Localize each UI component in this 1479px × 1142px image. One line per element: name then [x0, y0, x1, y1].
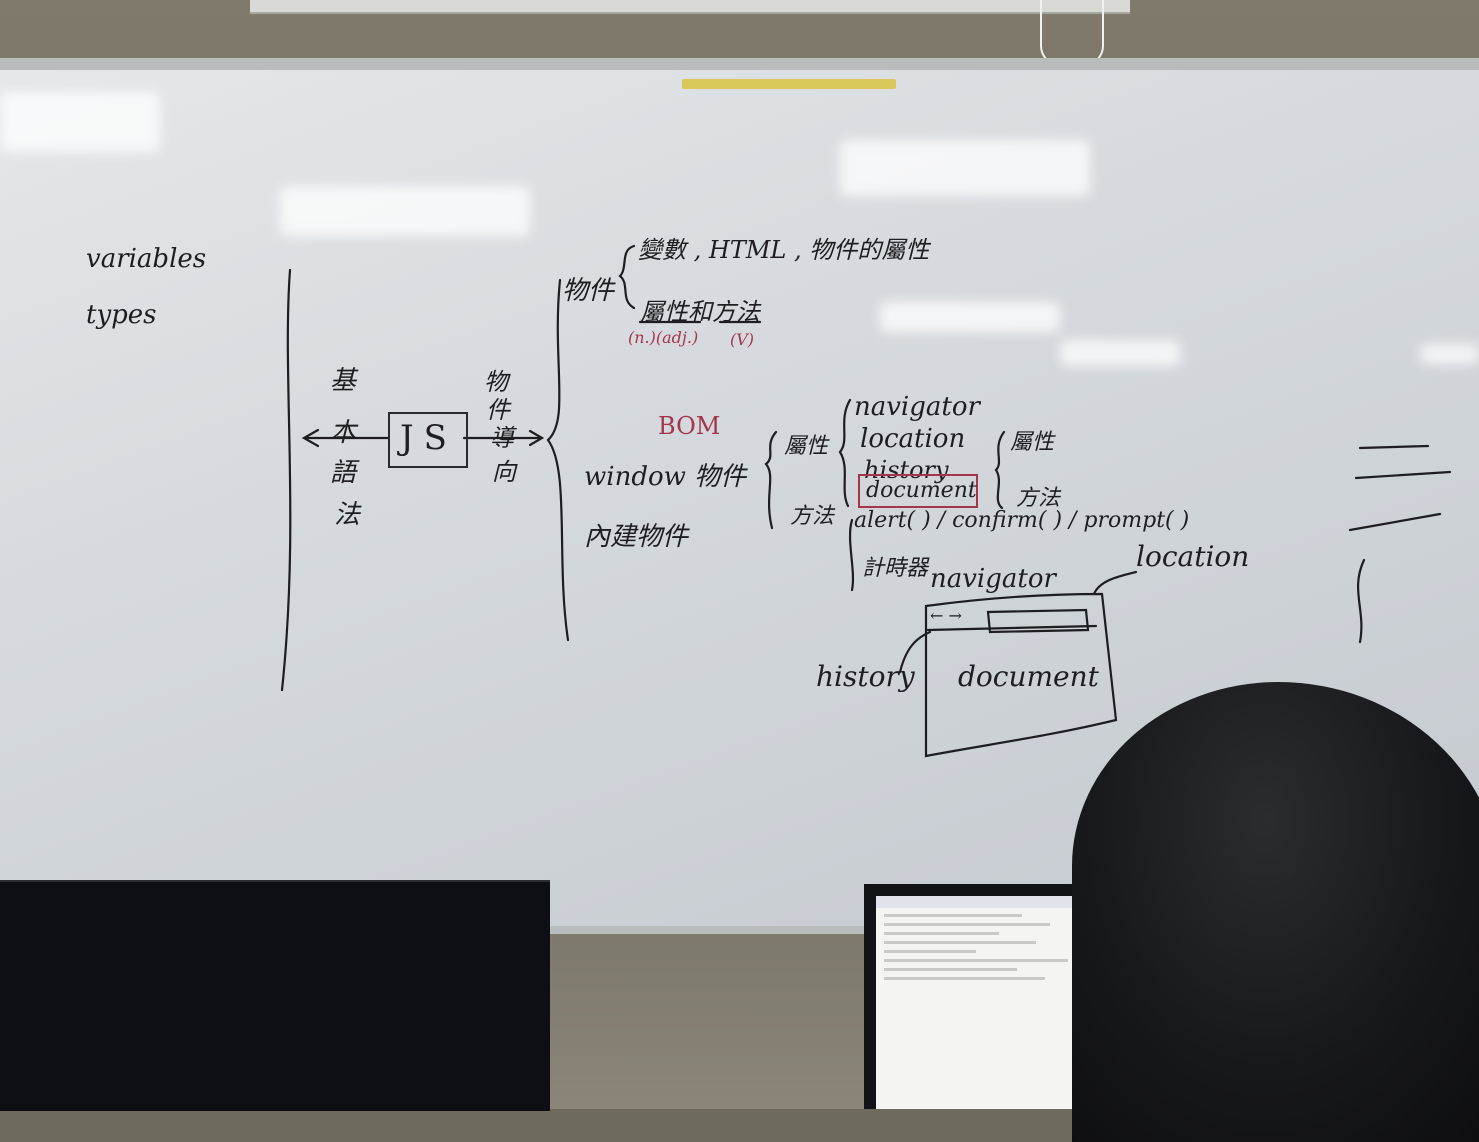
timer-label: 計時器	[862, 556, 929, 581]
monitor-screen	[876, 896, 1106, 1109]
sketch-location: location	[1136, 540, 1250, 573]
object-line-1: 變數 , HTML , 物件的屬性	[638, 236, 930, 264]
methods-list: alert( ) / confirm( ) / prompt( )	[854, 508, 1190, 533]
screen-text-line	[884, 914, 1022, 917]
builtin-object: 內建物件	[584, 522, 689, 552]
glare-reflection	[0, 92, 160, 152]
screen-browser-bar	[876, 896, 1106, 908]
glare-reflection	[880, 302, 1060, 332]
note-verb: (V)	[730, 330, 755, 349]
basic-syntax-char: 法	[334, 500, 361, 530]
sketch-document: document	[958, 660, 1099, 693]
person-head	[1072, 682, 1479, 1142]
prop-document: document	[866, 478, 977, 503]
prop-history: history	[864, 456, 949, 484]
document-highlight-box	[858, 474, 978, 508]
screen-text-line	[884, 932, 999, 935]
props-label: 屬性	[784, 434, 829, 459]
object-label: 物件	[562, 276, 615, 306]
prop-location: location	[860, 424, 966, 454]
screen-text-line	[884, 959, 1068, 962]
object-guide-char: 導	[490, 424, 514, 452]
term-types: types	[86, 300, 157, 330]
sketch-history: history	[816, 660, 915, 693]
term-variables: variables	[86, 244, 207, 274]
sketch-nav-arrows: ← →	[930, 606, 962, 625]
screen-text-line	[884, 950, 976, 953]
object-guide-char: 件	[486, 396, 510, 424]
js-box	[388, 412, 468, 468]
object-guide-char: 向	[492, 458, 516, 486]
js-label: JS	[400, 418, 457, 458]
object-line-2: 屬性和方法	[640, 298, 760, 326]
basic-syntax-char: 本	[330, 418, 357, 448]
glare-reflection	[280, 186, 530, 236]
screen-text-line	[884, 968, 1018, 971]
object-guide-char: 物	[484, 368, 508, 396]
basic-syntax-char: 基	[330, 366, 357, 396]
basic-syntax-char: 語	[330, 458, 357, 488]
sub-props-label: 屬性	[1010, 430, 1055, 455]
sub-methods-label: 方法	[1016, 486, 1061, 511]
glare-reflection	[1060, 340, 1180, 366]
marker-strokes	[280, 244, 1452, 758]
screen-text-line	[884, 923, 1050, 926]
ceiling-light	[250, 0, 1130, 14]
screen-text-line	[884, 941, 1036, 944]
glare-reflection	[1420, 344, 1479, 364]
monitor-left	[0, 880, 550, 1111]
screen-text-line	[884, 977, 1045, 980]
prop-navigator: navigator	[854, 392, 980, 422]
note-noun-adj: (n.)(adj.)	[628, 328, 699, 347]
window-object: window 物件	[584, 462, 747, 492]
bom-tag: BOM	[658, 412, 721, 440]
marker-holder	[682, 79, 896, 89]
sketch-navigator: navigator	[930, 564, 1056, 594]
glare-reflection	[840, 140, 1090, 196]
methods-label: 方法	[790, 504, 835, 529]
